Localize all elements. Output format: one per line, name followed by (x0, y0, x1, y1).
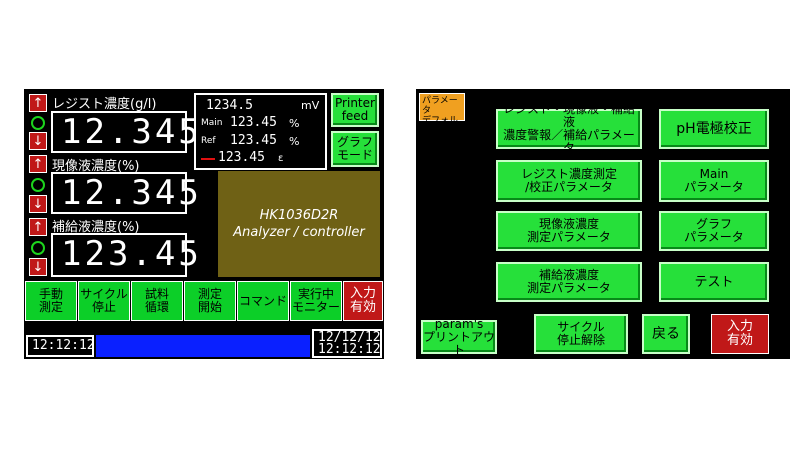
arrow-up-icon-2[interactable]: ↑ (29, 155, 47, 173)
mv-unit: mV (301, 99, 320, 112)
ref-value: 123.45 (230, 133, 277, 148)
input-enable-button-b[interactable]: 入力 有効 (711, 314, 769, 354)
concentration-alarm-button[interactable]: レジスト・現像液・補給液 濃度警報／補給パラメータ (496, 103, 642, 155)
temperature-line-icon (201, 158, 215, 160)
replenisher-concentration-label: 補給液濃度(%) (52, 220, 140, 235)
status-circle-icon-1 (31, 116, 45, 130)
main-value: 123.45 (230, 115, 277, 130)
resist-concentration-value[interactable]: 12.345 (51, 111, 199, 153)
status-circle-icon-2 (31, 178, 45, 192)
ph-electrode-calibration-button[interactable]: pH電極校正 (659, 109, 769, 149)
developer-concentration-value[interactable]: 12.345 (51, 172, 199, 214)
ref-label: Ref (201, 136, 216, 146)
device-model: HK1036D2R (259, 208, 339, 223)
replenisher-concentration-value[interactable]: 123.45 (51, 233, 199, 277)
graph-parameter-button[interactable]: グラフ パラメータ (659, 211, 769, 251)
graph-mode-button[interactable]: グラフ モード (331, 131, 379, 167)
replenisher-measure-param-button[interactable]: 補給液濃度 測定パラメータ (496, 262, 642, 302)
sensor-readout-panel: 1234.5 mV Main 123.45 % Ref 123.45 % 123… (194, 93, 327, 170)
temperature-value: 123.45 (218, 150, 265, 165)
print-params-button[interactable]: param's プリントアウト (421, 316, 497, 357)
parameter-menu-screen: パラメータ デフォルト レジスト・現像液・補給液 濃度警報／補給パラメータ レジ… (416, 89, 790, 359)
sample-circulation-button[interactable]: 試料 循環 (131, 281, 183, 321)
mv-value: 1234.5 (206, 98, 253, 113)
date-time-display: 12/12/12 12:12:12 (312, 329, 382, 358)
main-unit: % (289, 117, 300, 130)
temperature-unit: ε (278, 153, 284, 164)
back-button[interactable]: 戻る (642, 314, 690, 354)
time-text: 12:12:12 (318, 342, 381, 357)
status-bar (96, 335, 310, 357)
arrow-down-icon-3[interactable]: ↓ (29, 258, 47, 276)
resist-concentration-label: レジスト濃度(g/l) (52, 97, 157, 112)
running-monitor-button[interactable]: 実行中 モニター (290, 281, 342, 321)
device-info-panel: HK1036D2R Analyzer / controller (218, 171, 380, 277)
current-time-left: 12:12:12 (26, 335, 95, 357)
arrow-up-icon-3[interactable]: ↑ (29, 218, 47, 236)
input-enable-button[interactable]: 入力 有効 (343, 281, 383, 321)
printer-feed-button[interactable]: Printer feed (331, 93, 379, 127)
status-circle-icon-3 (31, 241, 45, 255)
developer-measure-param-button[interactable]: 現像液濃度 測定パラメータ (496, 211, 642, 251)
parameter-default-tag[interactable]: パラメータ デフォルト (419, 93, 465, 136)
date-text: 12/12/12 (318, 330, 381, 345)
resist-measure-calibration-button[interactable]: レジスト濃度測定 /校正パラメータ (496, 160, 642, 202)
manual-measure-button[interactable]: 手動 測定 (25, 281, 77, 321)
cycle-stop-release-button[interactable]: サイクル 停止解除 (534, 314, 628, 354)
main-monitor-screen: ↑ ↓ レジスト濃度(g/l) 12.345 ↑ ↓ 現像液濃度(%) 12.3… (24, 89, 384, 359)
ref-unit: % (289, 135, 300, 148)
arrow-down-icon-1[interactable]: ↓ (29, 132, 47, 150)
arrow-up-icon-1[interactable]: ↑ (29, 94, 47, 112)
cycle-stop-button[interactable]: サイクル 停止 (78, 281, 130, 321)
command-button[interactable]: コマンド (237, 281, 289, 321)
device-subtitle: Analyzer / controller (233, 225, 365, 240)
main-label: Main (201, 118, 223, 128)
start-measure-button[interactable]: 測定 開始 (184, 281, 236, 321)
developer-concentration-label: 現像液濃度(%) (52, 159, 140, 174)
test-button[interactable]: テスト (659, 262, 769, 302)
main-parameter-button[interactable]: Main パラメータ (659, 160, 769, 202)
arrow-down-icon-2[interactable]: ↓ (29, 195, 47, 213)
